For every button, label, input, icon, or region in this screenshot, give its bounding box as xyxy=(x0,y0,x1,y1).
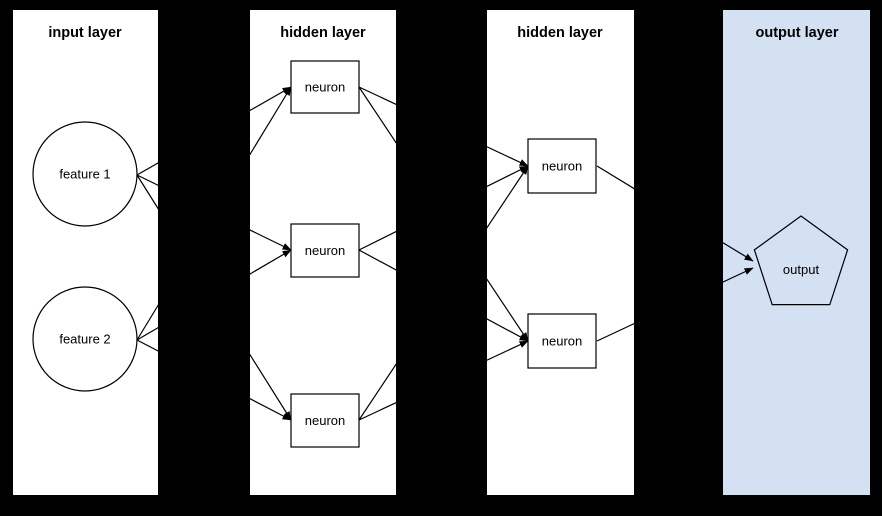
node-h2-neuron-1[interactable] xyxy=(527,138,597,194)
node-feature-2[interactable] xyxy=(32,286,138,392)
mask-gap-3 xyxy=(634,0,723,516)
panel-titles: input layer hidden layer hidden layer outpu… xyxy=(48,25,839,41)
node-output-node[interactable] xyxy=(753,215,849,306)
network-nodes: feature 1 feature 2 neuron neuron neuron neur… xyxy=(32,60,849,448)
mask-gap-bottom xyxy=(0,495,882,516)
panel-title-input-layer: input layer xyxy=(48,25,122,41)
panel-title-output-layer: output layer xyxy=(756,25,839,41)
panel-hidden-layer-2[interactable] xyxy=(487,10,634,495)
node-h1-neuron-1[interactable] xyxy=(290,60,360,114)
panel-input-layer[interactable] xyxy=(13,10,158,495)
node-label-output-node: output xyxy=(783,262,820,277)
mask-gap-2 xyxy=(396,0,487,516)
mask-gap-top xyxy=(0,0,882,10)
node-feature-1[interactable] xyxy=(32,121,138,227)
mask-gap-left xyxy=(0,0,13,516)
node-label-feature-2: feature 2 xyxy=(59,332,110,347)
node-h2-neuron-2[interactable] xyxy=(527,313,597,369)
mask-gap-1 xyxy=(158,0,250,516)
panel-title-hidden-layer-1: hidden layer xyxy=(280,25,366,41)
node-label-h1-neuron-1: neuron xyxy=(305,80,345,95)
node-label-h2-neuron-2: neuron xyxy=(542,334,582,349)
node-label-h1-neuron-3: neuron xyxy=(305,413,345,428)
node-h1-neuron-2[interactable] xyxy=(290,223,360,278)
mask-gap-right xyxy=(870,0,882,516)
node-label-h1-neuron-2: neuron xyxy=(305,243,345,258)
node-label-h2-neuron-1: neuron xyxy=(542,159,582,174)
node-label-feature-1: feature 1 xyxy=(59,167,110,182)
panel-title-hidden-layer-2: hidden layer xyxy=(517,25,603,41)
node-h1-neuron-3[interactable] xyxy=(290,393,360,448)
